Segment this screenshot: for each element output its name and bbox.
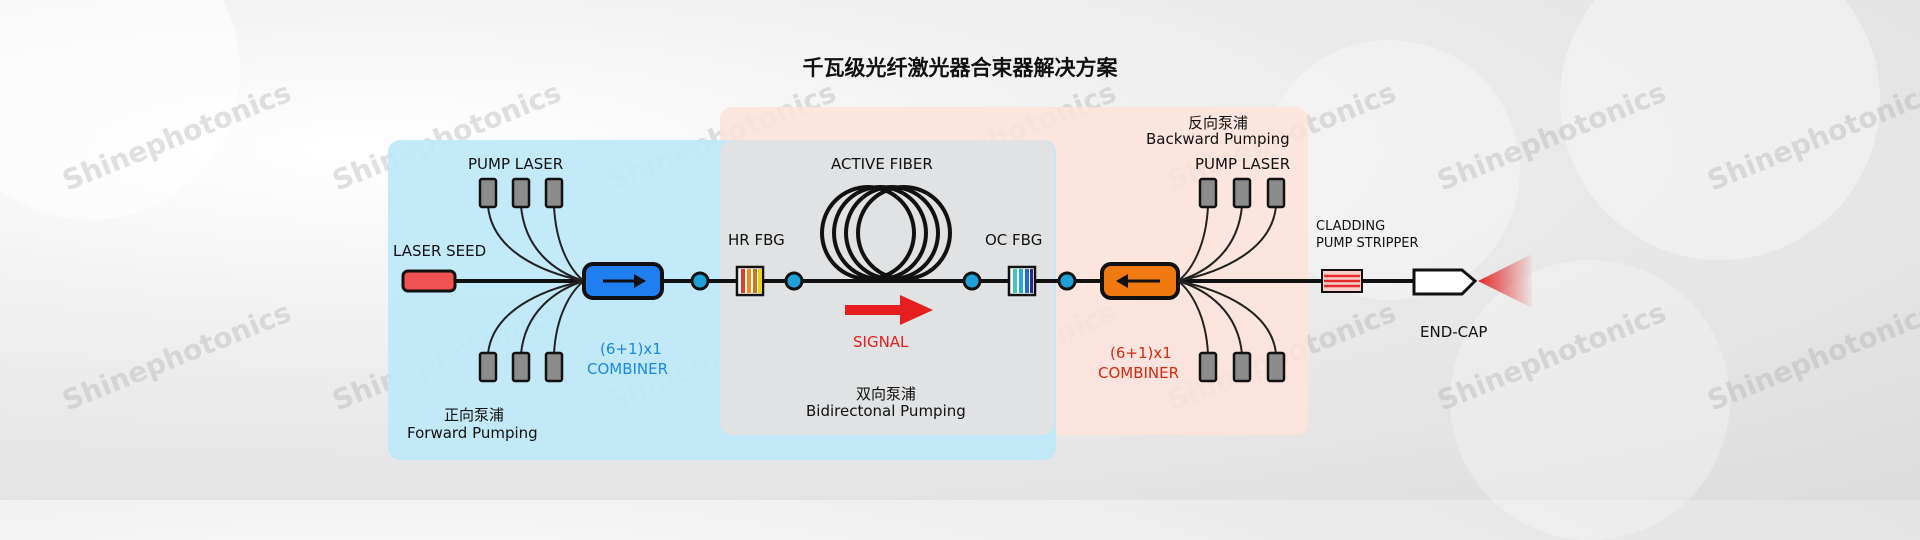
bidirectional-pumping-cn: 双向泵浦 — [856, 385, 917, 403]
fiber-laser-diagram — [388, 107, 1532, 460]
signal-label: SIGNAL — [853, 333, 909, 351]
left-pump-fibers — [487, 205, 585, 355]
right-pump-lasers — [1198, 177, 1286, 383]
laser-seed — [401, 269, 457, 293]
cladding-pump-stripper — [1321, 269, 1363, 293]
background-bubble — [1450, 260, 1730, 540]
pump-laser-module — [1266, 351, 1286, 383]
forward-pumping-en: Forward Pumping — [407, 424, 538, 442]
end-cap — [1412, 268, 1478, 296]
splice-point — [784, 271, 804, 291]
laser-seed-label: LASER SEED — [393, 242, 487, 260]
background-bubble — [1560, 0, 1880, 260]
pump-laser-module — [1198, 177, 1218, 209]
pump-laser-module — [544, 177, 564, 209]
splice-point — [690, 271, 710, 291]
bidirectional-pumping-en: Bidirectonal Pumping — [806, 402, 966, 420]
arrow-right-icon — [603, 274, 646, 288]
combiner-left-label-line1: (6+1)x1 — [600, 340, 662, 358]
page-title: 千瓦级光纤激光器合束器解决方案 — [802, 56, 1118, 80]
signal-arrow — [845, 295, 933, 325]
pump-laser-module — [1198, 351, 1218, 383]
active-fiber-coil — [820, 185, 952, 281]
pump-laser-module — [478, 177, 498, 209]
combiner-left-label-line2: COMBINER — [587, 360, 669, 378]
pump-laser-module — [544, 351, 564, 383]
right-pump-fibers — [1177, 205, 1277, 355]
pump-laser-module — [1232, 177, 1252, 209]
splice-points — [690, 271, 1077, 291]
pump-laser-left-label: PUMP LASER — [468, 155, 564, 173]
pump-laser-right-label: PUMP LASER — [1195, 155, 1291, 173]
pump-laser-module — [1266, 177, 1286, 209]
cladding-pump-stripper-label-line1: CLADDING — [1316, 219, 1386, 234]
oc-fbg — [1007, 265, 1037, 297]
splice-point — [1057, 271, 1077, 291]
combiner-right-label-line2: COMBINER — [1098, 364, 1180, 382]
backward-pumping-en: Backward Pumping — [1146, 130, 1290, 148]
hr-fbg-label: HR FBG — [728, 231, 785, 249]
pump-laser-module — [478, 351, 498, 383]
splice-point — [962, 271, 982, 291]
pump-laser-module — [511, 177, 531, 209]
active-fiber-label: ACTIVE FIBER — [831, 155, 933, 173]
backward-pumping-cn: 反向泵浦 — [1188, 114, 1249, 132]
end-cap-label: END-CAP — [1420, 323, 1488, 341]
left-pump-lasers — [478, 177, 564, 383]
arrow-left-icon — [1116, 274, 1160, 288]
combiner-right-label-line1: (6+1)x1 — [1110, 344, 1172, 362]
oc-fbg-label: OC FBG — [985, 231, 1043, 249]
output-beam — [1478, 254, 1532, 308]
hr-fbg — [735, 265, 765, 297]
pump-laser-module — [1232, 351, 1252, 383]
cladding-pump-stripper-label-line2: PUMP STRIPPER — [1316, 236, 1419, 251]
bidirectional-pumping-zone — [720, 140, 1054, 435]
forward-pumping-cn: 正向泵浦 — [444, 406, 505, 424]
pump-laser-module — [511, 351, 531, 383]
